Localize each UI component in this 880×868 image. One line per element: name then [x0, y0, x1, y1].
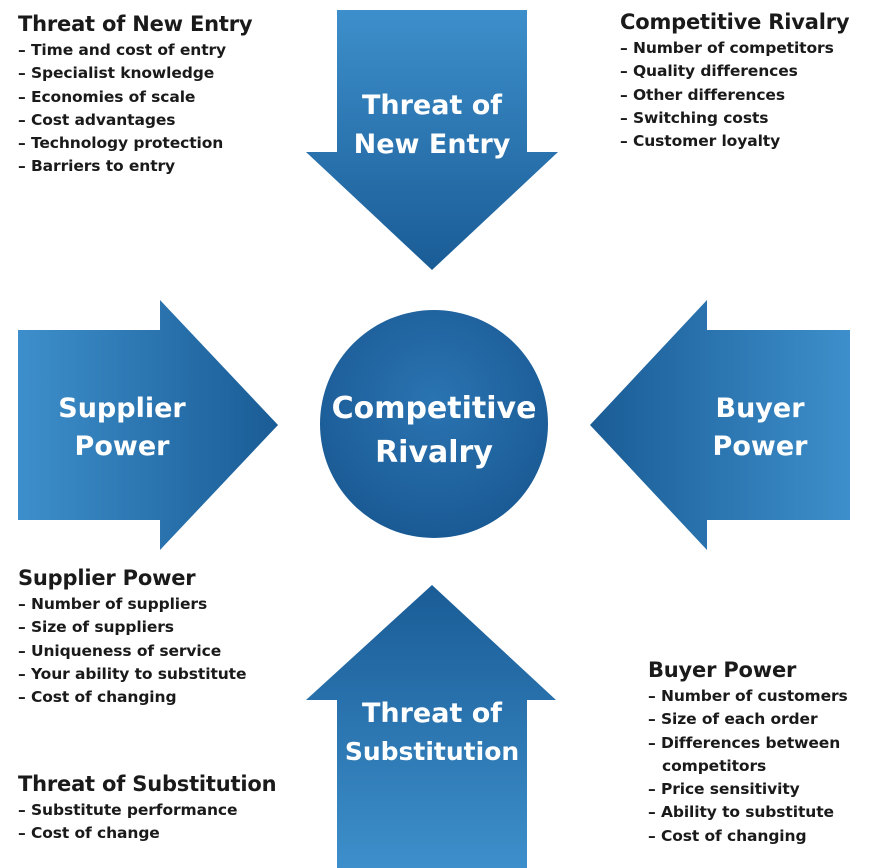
- arrow-bottom-label-line1: Threat of: [362, 698, 502, 729]
- arrow-right-label-line2: Power: [713, 431, 809, 462]
- list-item: Substitute performance: [18, 799, 276, 822]
- arrow-right-label-line1: Buyer: [715, 393, 805, 424]
- block-list: Substitute performance Cost of change: [18, 799, 276, 846]
- list-item: Differences between competitors: [648, 732, 874, 779]
- list-item: Technology protection: [18, 132, 252, 155]
- list-item: Size of suppliers: [18, 616, 246, 639]
- arrow-threat-of-new-entry: Threat of New Entry: [306, 10, 558, 270]
- arrow-buyer-power: Buyer Power: [590, 300, 850, 550]
- block-competitive-rivalry: Competitive Rivalry Number of competitor…: [620, 10, 850, 153]
- list-item: Specialist knowledge: [18, 62, 252, 85]
- list-item: Switching costs: [620, 107, 849, 130]
- block-title: Supplier Power: [18, 566, 196, 590]
- list-item: Size of each order: [648, 708, 874, 731]
- list-item: Your ability to substitute: [18, 663, 247, 686]
- arrow-supplier-power: Supplier Power: [18, 300, 278, 550]
- center-label-line2: Rivalry: [375, 435, 493, 470]
- list-item: Barriers to entry: [18, 155, 252, 178]
- list-item: Cost advantages: [18, 109, 252, 132]
- block-list: Number of suppliers Size of suppliers Un…: [18, 593, 247, 709]
- arrow-top-label-line1: Threat of: [362, 90, 502, 121]
- list-item: Customer loyalty: [620, 130, 849, 153]
- list-item: Economies of scale: [18, 86, 252, 109]
- block-list: Number of competitors Quality difference…: [620, 37, 849, 153]
- block-list: Number of customers Size of each order D…: [648, 685, 874, 848]
- block-threat-of-new-entry: Threat of New Entry Time and cost of ent…: [18, 12, 253, 179]
- block-title: Threat of New Entry: [18, 12, 253, 36]
- list-item: Price sensitivity: [648, 778, 874, 801]
- arrow-top-label-line2: New Entry: [354, 129, 511, 160]
- list-item: Other differences: [620, 84, 849, 107]
- list-item: Number of suppliers: [18, 593, 246, 616]
- center-label-line1: Competitive: [332, 391, 537, 426]
- arrow-left-label-line1: Supplier: [58, 393, 186, 424]
- list-item: Ability to substitute: [648, 801, 874, 824]
- list-item: Uniqueness of service: [18, 640, 246, 663]
- list-item: Number of competitors: [620, 37, 849, 60]
- list-item: Cost of changing: [18, 686, 246, 709]
- block-title: Competitive Rivalry: [620, 10, 850, 34]
- center-competitive-rivalry: Competitive Rivalry: [320, 310, 548, 538]
- block-buyer-power: Buyer Power Number of customers Size of …: [648, 658, 874, 848]
- block-supplier-power: Supplier Power Number of suppliers Size …: [18, 566, 247, 709]
- arrow-threat-of-substitution: Threat of Substitution: [306, 585, 556, 868]
- block-title: Threat of Substitution: [18, 772, 277, 796]
- arrow-bottom-label-line2: Substitution: [345, 737, 519, 766]
- block-threat-of-substitution: Threat of Substitution Substitute perfor…: [18, 772, 277, 846]
- list-item: Cost of changing: [648, 825, 874, 848]
- list-item: Time and cost of entry: [18, 39, 252, 62]
- block-list: Time and cost of entry Specialist knowle…: [18, 39, 252, 179]
- list-item: Quality differences: [620, 60, 849, 83]
- list-item: Number of customers: [648, 685, 874, 708]
- arrow-left-label-line2: Power: [75, 431, 171, 462]
- list-item: Cost of change: [18, 822, 276, 845]
- block-title: Buyer Power: [648, 658, 797, 682]
